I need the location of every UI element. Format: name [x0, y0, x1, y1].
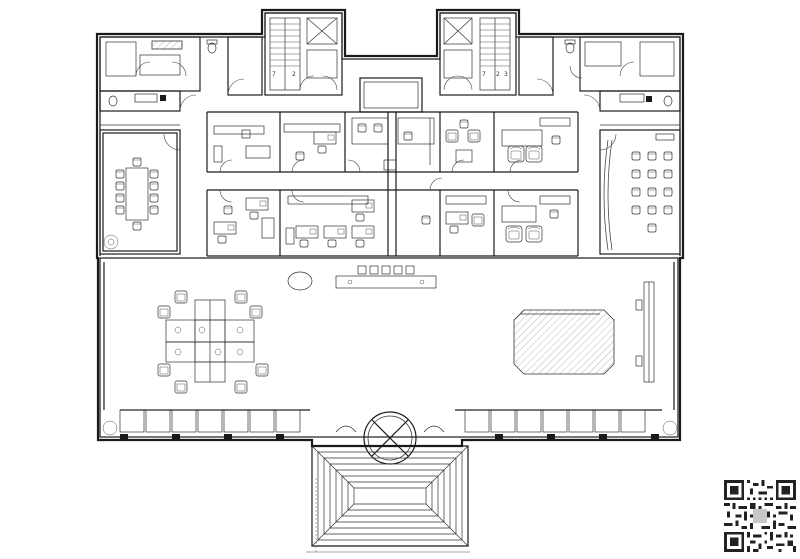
stair-mark: 2: [292, 71, 296, 78]
stair-mark: 7: [272, 71, 276, 78]
boardroom-right: [599, 124, 681, 255]
stair-mark: 2: [496, 71, 500, 78]
office-row-lower: [206, 177, 579, 257]
qr-code-icon: [724, 480, 796, 552]
facade-window-bays: [102, 409, 678, 440]
feature-platform: [513, 309, 615, 375]
stair-core-left: 7 2: [264, 12, 343, 96]
reception: [287, 265, 437, 291]
stair-core-right: 7 2 3: [439, 12, 517, 96]
stair-mark: 7: [482, 71, 486, 78]
office-row-upper: [206, 111, 579, 173]
entrance-steps: [306, 445, 470, 553]
building-outline: [95, 8, 685, 448]
workstation-cluster: [157, 290, 269, 394]
restroom-block-right: [518, 36, 681, 112]
restroom-block-left: [99, 36, 263, 112]
boardroom-left: [99, 124, 181, 255]
lift-lobby: [359, 77, 423, 113]
main-entrance: [335, 411, 445, 465]
side-cabinets: [635, 281, 655, 383]
service-spine: [387, 112, 397, 256]
stair-mark: 3: [504, 71, 508, 78]
